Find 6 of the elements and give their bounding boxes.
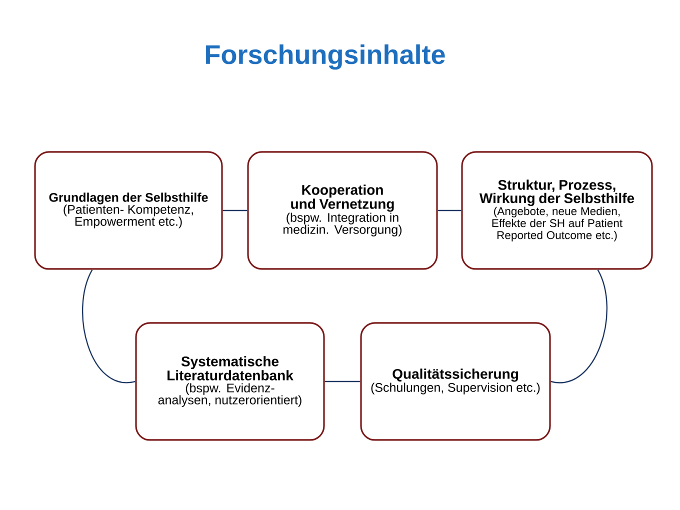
topic-box: Qualitätssicherung (Schulungen, Supervision etc.) <box>360 322 551 441</box>
topic-box: Systematische Literaturdatenbank (bspw. Evidenz- analysen, nutzerorientiert) <box>135 322 325 441</box>
topic-box: Kooperation und Vernetzung (bspw. Integration in medizin. Versorgung) <box>247 151 438 270</box>
topic-box: Grundlagen der Selbsthilfe (Patienten- Kompetenz, Empowerment etc.) <box>34 151 223 270</box>
title: Forschungsinhalte <box>206 44 445 70</box>
topic-box: Struktur, Prozess, Wirkung der Selbsthilfe (Angebote, neue Medien, Effekte der SH auf Patient Reported Outcome etc.) <box>461 151 653 270</box>
